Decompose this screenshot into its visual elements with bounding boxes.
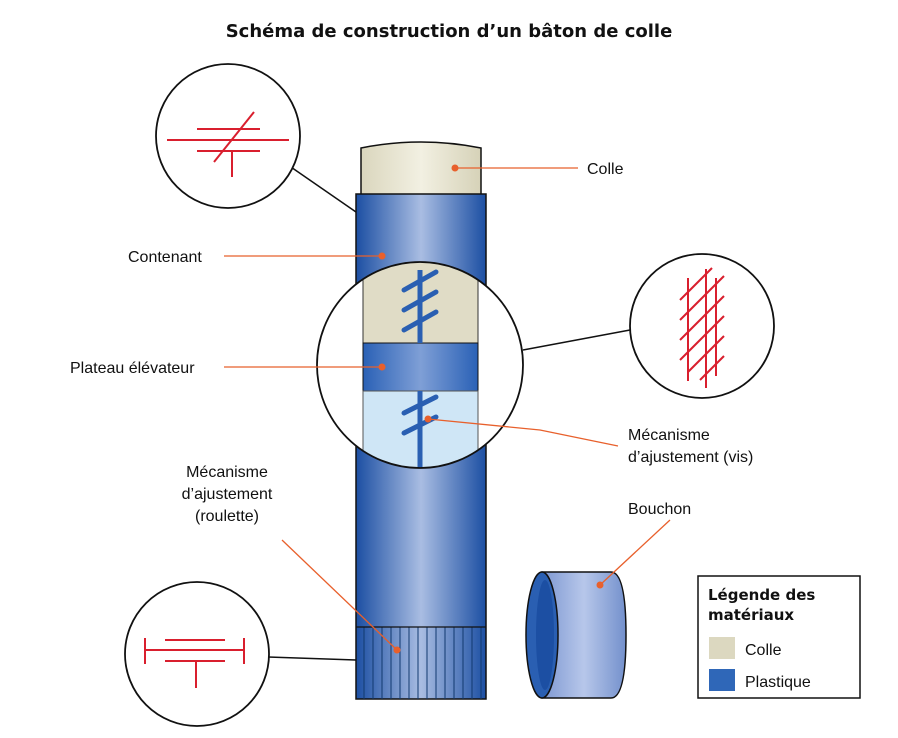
detail-circle-top-left [155, 63, 357, 213]
label-plateau: Plateau élévateur [70, 360, 195, 377]
legend-title-line2: matériaux [708, 606, 794, 624]
label-roulette-line3: (roulette) [195, 508, 259, 525]
detail-circle-right [522, 253, 775, 399]
adjustment-wheel [356, 626, 486, 699]
label-colle: Colle [587, 161, 624, 178]
materials-legend: Légende des matériaux Colle Plastique [697, 575, 861, 699]
legend-swatch-plastique [709, 669, 735, 691]
legend-item-colle: Colle [745, 642, 782, 659]
label-contenant: Contenant [128, 249, 202, 266]
legend-swatch-colle [709, 637, 735, 659]
diagram-title: Schéma de construction d’un bâton de col… [226, 21, 673, 42]
bouchon-cap [525, 571, 627, 699]
zoom-detail-circle [316, 261, 524, 469]
label-vis-line1: Mécanisme [628, 427, 710, 444]
legend-title-line1: Légende des [708, 586, 815, 604]
glue-top [360, 141, 482, 197]
label-roulette-line2: d’ajustement [182, 486, 273, 503]
label-vis-line2: d’ajustement (vis) [628, 449, 753, 466]
label-roulette-line1: Mécanisme [186, 464, 268, 481]
leader-lines [224, 164, 671, 654]
label-bouchon: Bouchon [628, 501, 691, 518]
detail-circle-bottom-left [124, 581, 357, 727]
legend-item-plastique: Plastique [745, 674, 811, 691]
